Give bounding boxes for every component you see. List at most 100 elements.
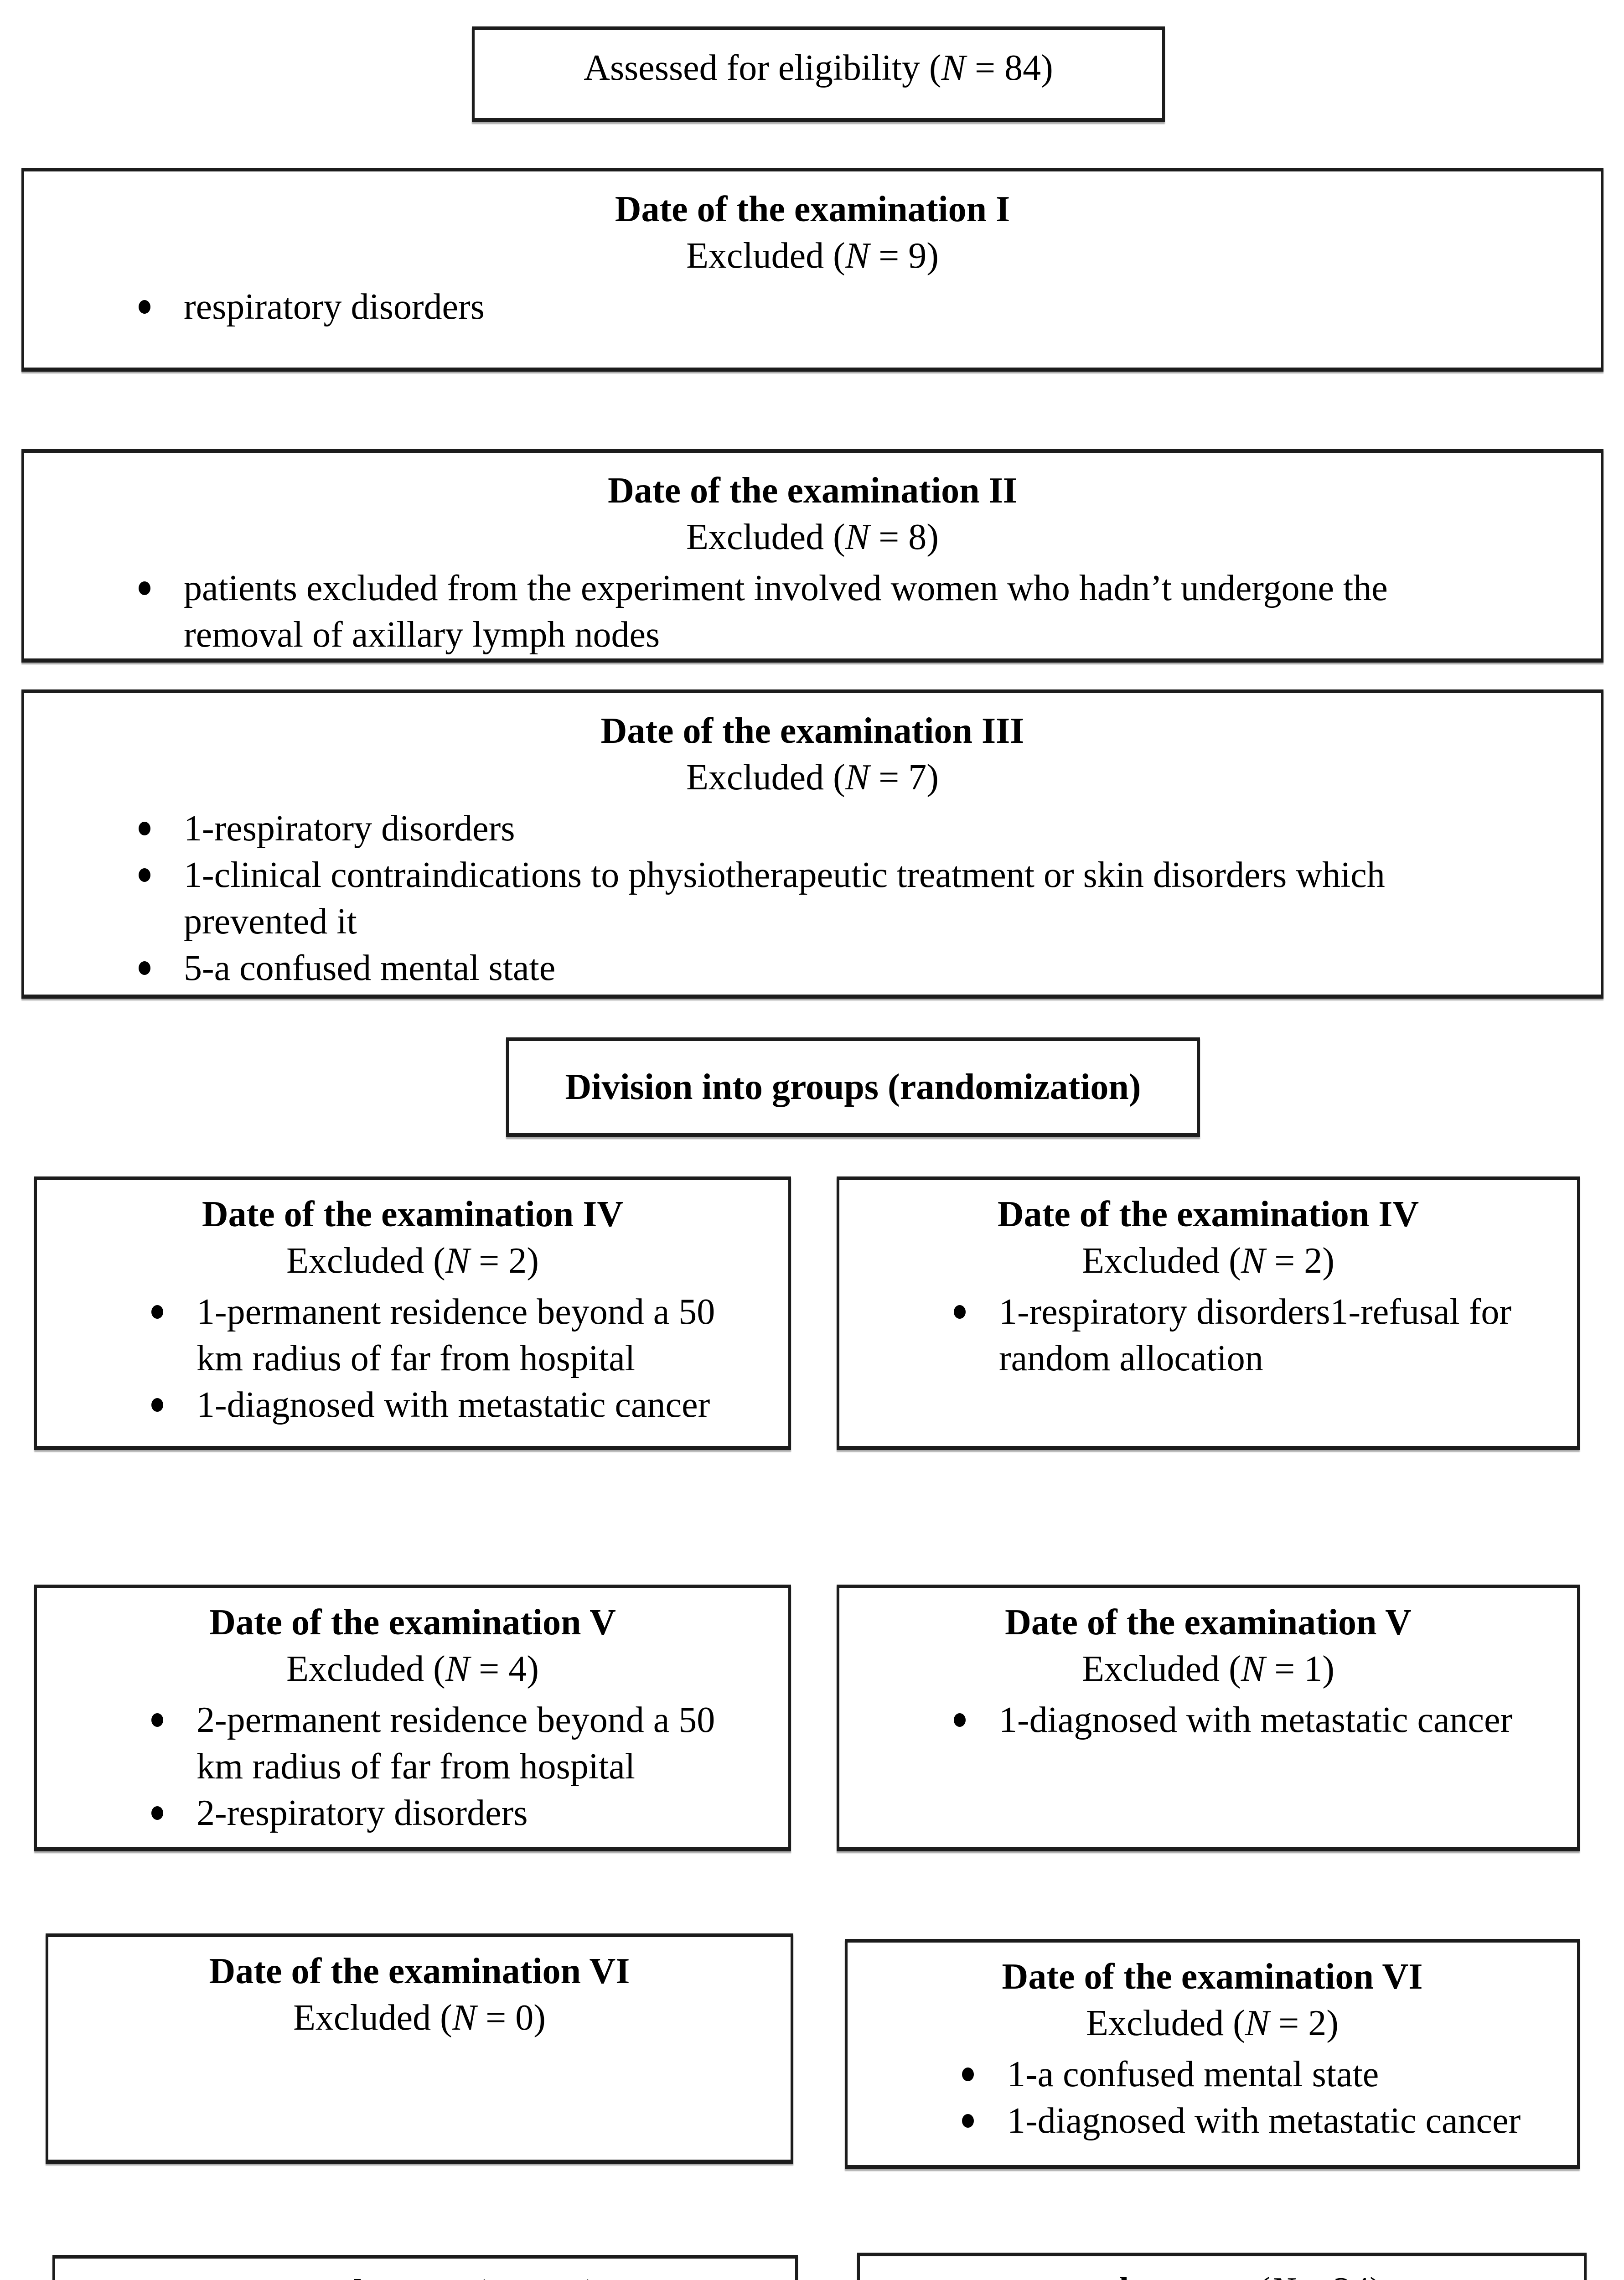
excluded-prefix: Excluded (: [293, 1998, 452, 2038]
examination-5-left-excluded: Excluded (N = 4): [37, 1646, 788, 1692]
list-item: 1-diagnosed with metastatic cancer: [955, 2098, 1563, 2144]
examination-2-excluded: Excluded (N = 8): [24, 514, 1601, 560]
bullet-icon: [131, 852, 184, 882]
bullet-line: 2-permanent residence beyond a 50: [197, 1700, 715, 1740]
list-item: 1-respiratory disorders: [131, 805, 1587, 852]
bullet-icon: [946, 1289, 999, 1319]
group-name: control group: [253, 2273, 474, 2280]
examination-4-right-title: Date of the examination IV: [997, 1194, 1419, 1234]
n-symbol: N: [941, 48, 966, 88]
bullet-text: respiratory disorders: [184, 284, 1587, 330]
examination-6-right-bullet-list: 1-a confused mental state 1-diagnosed wi…: [848, 2051, 1577, 2144]
bullet-icon: [144, 1790, 197, 1820]
bullet-line: 1-a confused mental state: [1007, 2054, 1379, 2094]
bullet-icon: [131, 284, 184, 314]
bullet-line: respiratory disorders: [184, 287, 485, 327]
examination-3-bullet-list: 1-respiratory disorders 1-clinical contr…: [24, 805, 1601, 991]
excluded-prefix: Excluded (: [286, 1241, 445, 1281]
examination-4-right-box: Date of the examination IV Excluded (N =…: [837, 1176, 1580, 1450]
excluded-prefix: Excluded (: [686, 517, 845, 557]
n-symbol: N: [1245, 2003, 1270, 2043]
examination-6-right-excluded: Excluded (N = 2): [848, 2000, 1577, 2047]
group-paren-open: (: [1258, 2270, 1270, 2280]
control-group-box: control group (N = 25): [52, 2255, 798, 2280]
n-symbol: N: [445, 1241, 470, 1281]
bullet-line: 1-diagnosed with metastatic cancer: [999, 1700, 1513, 1740]
assessed-eligibility-text: Assessed for eligibility (N = 84): [475, 45, 1162, 91]
excluded-suffix: = 9): [869, 236, 939, 276]
bullet-text: 1-respiratory disorders1-refusal for ran…: [999, 1289, 1563, 1382]
examination-6-left-box: Date of the examination VI Excluded (N =…: [46, 1933, 793, 2164]
assessed-prefix: Assessed for eligibility (: [584, 48, 941, 88]
excluded-suffix: = 7): [869, 757, 939, 798]
assessed-eligibility-box: Assessed for eligibility (N = 84): [472, 26, 1165, 122]
examination-3-title: Date of the examination III: [600, 711, 1024, 751]
bullet-line: km radius of far from hospital: [197, 1338, 635, 1378]
bullet-line: 1-diagnosed with metastatic cancer: [197, 1385, 710, 1425]
list-item: 1-diagnosed with metastatic cancer: [144, 1382, 775, 1428]
excluded-suffix: = 8): [869, 517, 939, 557]
bullet-line: removal of axillary lymph nodes: [184, 615, 660, 655]
n-symbol: N: [845, 757, 870, 798]
list-item: 2-respiratory disorders: [144, 1790, 775, 1836]
list-item: 1-permanent residence beyond a 50 km rad…: [144, 1289, 775, 1382]
examination-4-left-title: Date of the examination IV: [202, 1194, 624, 1234]
examination-4-right-bullet-list: 1-respiratory disorders1-refusal for ran…: [839, 1289, 1577, 1382]
bullet-line: random allocation: [999, 1338, 1263, 1378]
excluded-prefix: Excluded (: [1082, 1241, 1241, 1281]
examination-5-left-bullet-list: 2-permanent residence beyond a 50 km rad…: [37, 1697, 788, 1836]
bullet-icon: [144, 1382, 197, 1412]
excluded-prefix: Excluded (: [686, 236, 845, 276]
n-symbol: N: [1241, 1649, 1266, 1689]
n-symbol: N: [845, 236, 870, 276]
bullet-text: patients excluded from the experiment in…: [184, 565, 1587, 658]
bullet-text: 5-a confused mental state: [184, 945, 1587, 991]
examination-4-right-excluded: Excluded (N = 2): [839, 1238, 1577, 1284]
examination-6-right-title: Date of the examination VI: [1002, 1957, 1423, 1997]
excluded-prefix: Excluded (: [1086, 2003, 1245, 2043]
excluded-suffix: = 1): [1265, 1649, 1334, 1689]
randomization-box: Division into groups (randomization): [506, 1037, 1200, 1137]
examination-5-left-title: Date of the examination V: [209, 1602, 616, 1643]
list-item: 1-clinical contraindications to physioth…: [131, 852, 1587, 945]
examination-6-left-excluded: Excluded (N = 0): [48, 1995, 791, 2041]
bullet-line: 1-clinical contraindications to physioth…: [184, 855, 1385, 895]
group-name: study group: [1062, 2270, 1258, 2280]
examination-1-bullet-list: respiratory disorders: [24, 284, 1601, 330]
excluded-prefix: Excluded (: [1082, 1649, 1241, 1689]
bullet-icon: [144, 1289, 197, 1319]
group-paren-close: = 24): [1294, 2270, 1382, 2280]
bullet-text: 1-diagnosed with metastatic cancer: [999, 1697, 1563, 1743]
examination-5-right-box: Date of the examination V Excluded (N = …: [837, 1585, 1580, 1851]
bullet-line: 1-diagnosed with metastatic cancer: [1007, 2101, 1521, 2141]
study-group-label: study group (N = 24): [860, 2267, 1584, 2280]
bullet-text: 1-diagnosed with metastatic cancer: [197, 1382, 775, 1428]
n-symbol: N: [1270, 2270, 1294, 2280]
list-item: 2-permanent residence beyond a 50 km rad…: [144, 1697, 775, 1790]
bullet-line: prevented it: [184, 902, 357, 942]
n-symbol: N: [1241, 1241, 1266, 1281]
randomization-label: Division into groups (randomization): [565, 1067, 1141, 1107]
bullet-line: 2-respiratory disorders: [197, 1793, 528, 1833]
control-group-label: control group (N = 25): [55, 2270, 795, 2280]
list-item: 1-diagnosed with metastatic cancer: [946, 1697, 1563, 1743]
bullet-text: 2-respiratory disorders: [197, 1790, 775, 1836]
list-item: patients excluded from the experiment in…: [131, 565, 1587, 658]
examination-5-right-bullet-list: 1-diagnosed with metastatic cancer: [839, 1697, 1577, 1743]
excluded-suffix: = 2): [470, 1241, 539, 1281]
examination-1-title: Date of the examination I: [615, 189, 1010, 229]
examination-4-left-bullet-list: 1-permanent residence beyond a 50 km rad…: [37, 1289, 788, 1428]
examination-5-right-excluded: Excluded (N = 1): [839, 1646, 1577, 1692]
bullet-line: km radius of far from hospital: [197, 1746, 635, 1787]
list-item: 1-a confused mental state: [955, 2051, 1563, 2098]
list-item: respiratory disorders: [131, 284, 1587, 330]
excluded-suffix: = 2): [1265, 1241, 1334, 1281]
examination-4-left-box: Date of the examination IV Excluded (N =…: [34, 1176, 791, 1450]
bullet-icon: [144, 1697, 197, 1727]
group-paren-close: = 25): [511, 2273, 598, 2280]
examination-2-bullet-list: patients excluded from the experiment in…: [24, 565, 1601, 658]
study-group-box: study group (N = 24): [857, 2253, 1587, 2280]
n-symbol: N: [845, 517, 870, 557]
list-item: 5-a confused mental state: [131, 945, 1587, 991]
